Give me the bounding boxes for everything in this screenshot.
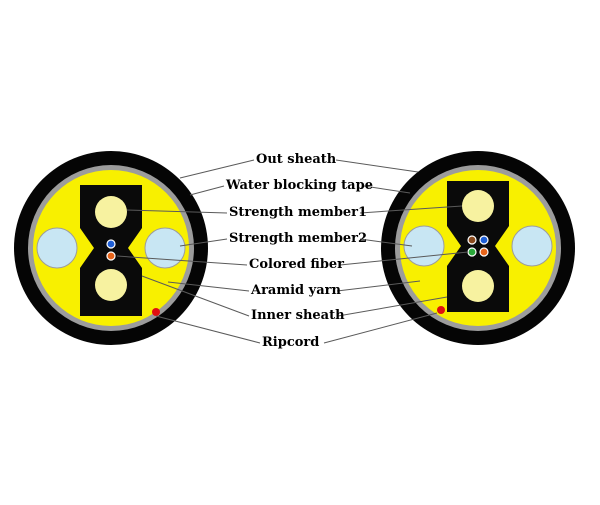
label-colored-fiber: Colored fiber <box>249 257 345 272</box>
label-strength-member2: Strength member2 <box>229 231 368 246</box>
left-strength-member1-bottom <box>95 269 127 301</box>
leader-lines <box>116 159 469 344</box>
left-colored-fiber-orange <box>106 251 116 261</box>
leader-aramid-yarn-right <box>336 280 421 292</box>
left-cable <box>14 151 208 345</box>
leader-strength-member1-right <box>359 205 463 214</box>
label-strength-member1: Strength member1 <box>229 205 368 220</box>
leader-out-sheath-right <box>335 159 419 173</box>
leader-water-blocking-tape-left <box>189 185 225 196</box>
right-strength-member2-left <box>403 225 445 267</box>
leader-inner-sheath-right <box>337 296 448 317</box>
leader-inner-sheath-left <box>141 275 250 317</box>
label-inner-sheath: Inner sheath <box>251 308 345 323</box>
right-colored-fiber-brown <box>467 235 477 245</box>
left-colored-fiber-blue <box>106 239 116 249</box>
right-colored-fiber-green <box>467 247 477 257</box>
leader-ripcord-left <box>155 315 261 344</box>
label-ripcord: Ripcord <box>262 335 320 350</box>
left-strength-member2-left <box>36 227 78 269</box>
right-colored-fiber-orange <box>479 247 489 257</box>
right-cable <box>381 151 575 345</box>
right-strength-member2-right <box>511 225 553 267</box>
right-strength-member1-top <box>462 190 494 222</box>
leader-ripcord-right <box>323 312 438 344</box>
leader-strength-member1-left <box>126 209 228 214</box>
right-strength-member1-bottom <box>462 270 494 302</box>
right-ripcord <box>437 306 445 314</box>
left-strength-member2-right <box>144 227 186 269</box>
label-out-sheath: Out sheath <box>256 152 337 167</box>
leader-aramid-yarn-left <box>167 281 250 292</box>
leader-colored-fiber-right <box>339 251 469 266</box>
leader-colored-fiber-left <box>116 255 248 266</box>
label-water-blocking-tape: Water blocking tape <box>226 178 373 193</box>
leader-strength-member2-right <box>359 238 413 247</box>
leader-water-blocking-tape-right <box>363 185 411 194</box>
leader-out-sheath-left <box>179 159 255 179</box>
leader-strength-member2-left <box>179 238 228 247</box>
label-aramid-yarn: Aramid yarn <box>251 283 341 298</box>
left-ripcord <box>152 308 160 316</box>
right-inner-sheath <box>447 181 509 312</box>
right-colored-fiber-blue <box>479 235 489 245</box>
left-strength-member1-top <box>95 196 127 228</box>
